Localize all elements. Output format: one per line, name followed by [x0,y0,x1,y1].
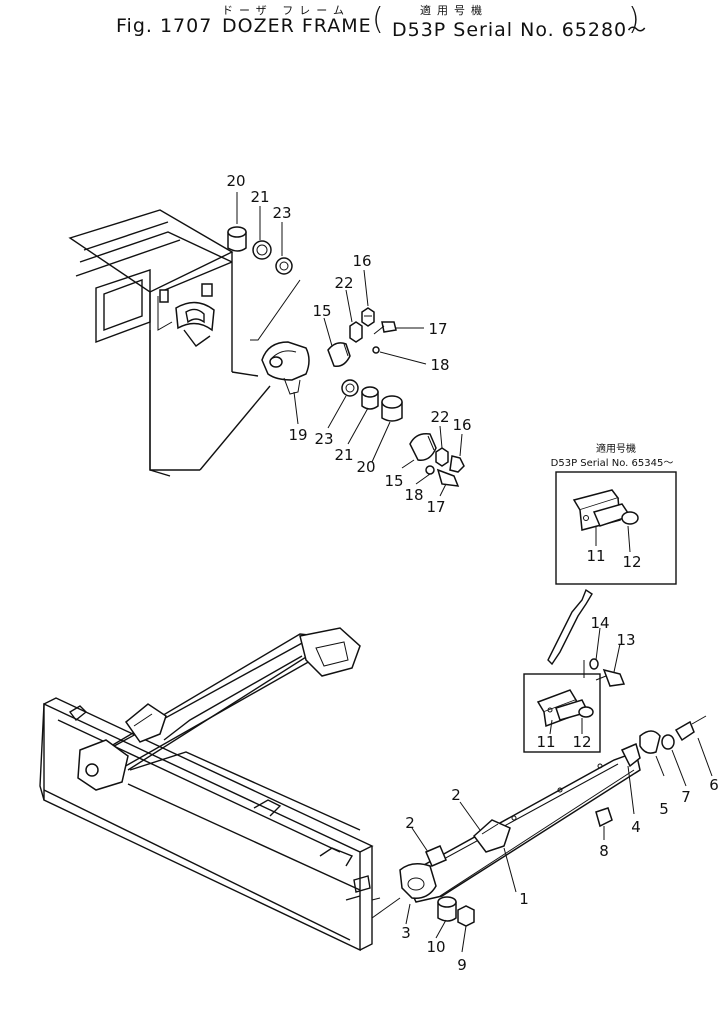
callout-18: 18 [430,356,449,374]
callout-13: 13 [616,631,635,649]
callout-14: 14 [590,614,609,632]
tractor-frame [68,209,271,477]
callout-16: 16 [452,416,471,434]
callout-11: 11 [536,733,555,751]
callout-17: 17 [428,320,447,338]
applicable-jp: 適用号機 [420,4,488,17]
callout-12: 12 [572,733,591,751]
callout-2: 2 [451,786,461,804]
callout-1: 1 [519,890,529,908]
inset-lower [523,588,601,753]
callout-10: 10 [426,938,445,956]
callout-8: 8 [599,842,609,860]
callout-21: 21 [334,446,353,464]
title-jp: ドーザ フレーム [222,4,350,17]
callout-20: 20 [226,172,245,190]
callout-17: 17 [426,498,445,516]
callout-11: 11 [586,547,605,565]
callout-18: 18 [404,486,423,504]
applicable-serial: D53P Serial No. 65280～ [392,19,648,41]
page-title: DOZER FRAME [222,15,372,37]
callout-20: 20 [356,458,375,476]
callout-5: 5 [659,800,669,818]
leader-lines-lower [405,627,713,953]
callout-23: 23 [272,204,291,222]
callout-7: 7 [681,788,691,806]
callout-21: 21 [250,188,269,206]
callout-9: 9 [457,956,467,974]
inset-heading-jp: 適用号機 [596,442,636,455]
callout-23: 23 [314,430,333,448]
callout-2: 2 [405,814,415,832]
callout-4: 4 [631,818,641,836]
inset-upper [555,471,677,585]
callout-19: 19 [288,426,307,444]
callout-22: 22 [430,408,449,426]
figure-number: Fig. 1707 [116,15,213,37]
callout-15: 15 [384,472,403,490]
inset-heading-serial: D53P Serial No. 65345～ [551,458,674,469]
close-paren: ) [628,2,640,37]
leader-lines-upper [236,192,463,497]
callout-numbers: 20 21 23 16 22 15 17 18 19 23 21 20 22 1… [226,172,718,974]
callout-22: 22 [334,274,353,292]
right-dozer-arm [371,658,707,927]
callout-3: 3 [401,924,411,942]
pivot-assembly-upper [227,226,465,487]
title-block: ドーザ フレーム 適用号機 Fig. 1707 DOZER FRAME ( D5… [0,0,722,41]
callout-15: 15 [312,302,331,320]
callout-6: 6 [709,776,719,794]
callout-16: 16 [352,252,371,270]
callout-12: 12 [622,553,641,571]
open-paren: ( [372,2,384,37]
dozer-blade [39,627,381,952]
